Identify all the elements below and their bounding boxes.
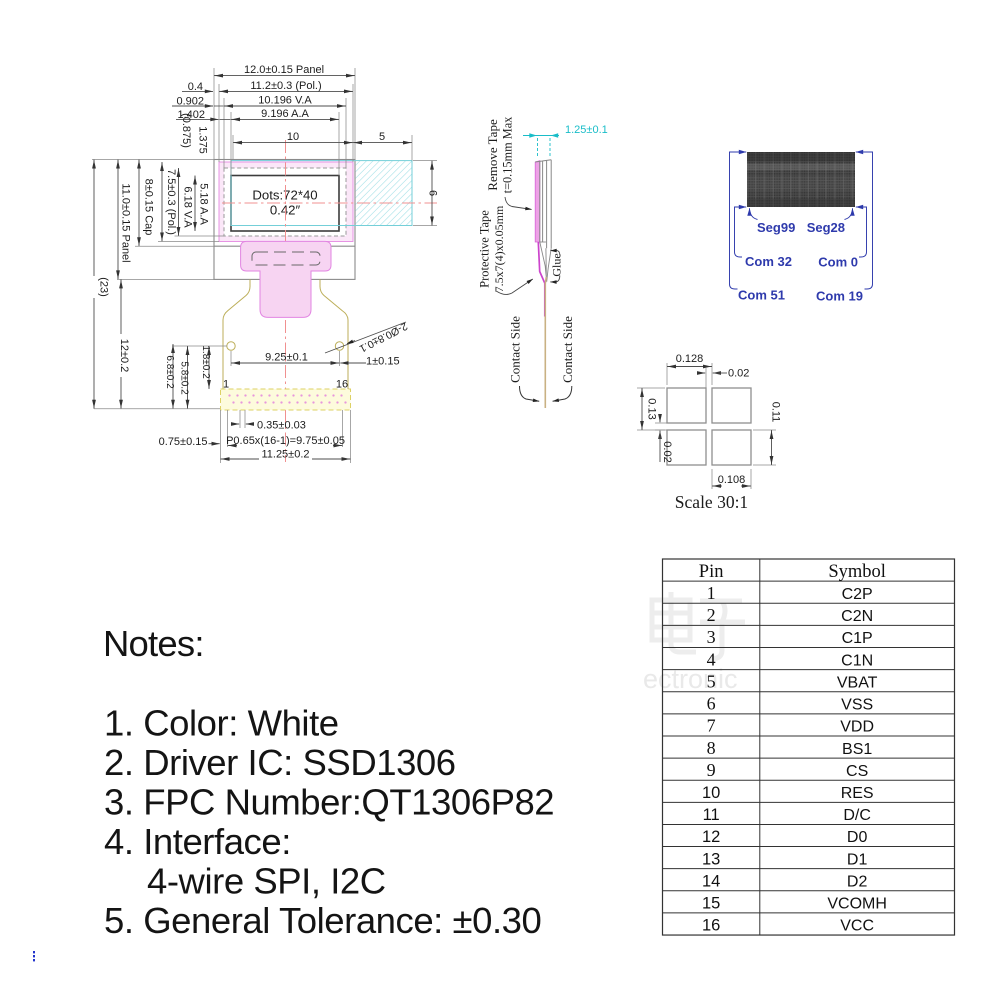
svg-text:VSS: VSS	[841, 697, 873, 714]
svg-text:C1N: C1N	[841, 652, 873, 669]
svg-text:P0.65x(16-1)=9.75±0.05: P0.65x(16-1)=9.75±0.05	[226, 435, 345, 447]
svg-text:4-wire SPI, I2C: 4-wire SPI, I2C	[147, 861, 386, 902]
svg-text:7.5±0.3 (Pol.): 7.5±0.3 (Pol.)	[165, 169, 177, 235]
svg-text:5. General Tolerance: ±0.30: 5. General Tolerance: ±0.30	[104, 900, 541, 941]
svg-text:0.902: 0.902	[176, 96, 204, 108]
svg-text:Seg28: Seg28	[807, 220, 845, 235]
svg-text:7.5x7(4)x0.05mm: 7.5x7(4)x0.05mm	[492, 205, 506, 292]
svg-text:8: 8	[707, 738, 716, 758]
svg-text:12±0.2: 12±0.2	[118, 339, 130, 373]
svg-text:1. Color: White: 1. Color: White	[104, 703, 339, 744]
svg-text:C1P: C1P	[842, 630, 873, 647]
svg-text:13: 13	[702, 850, 720, 868]
svg-text:7: 7	[707, 716, 716, 736]
svg-text:1: 1	[707, 583, 716, 603]
svg-text:t=0.15mm Max: t=0.15mm Max	[501, 117, 515, 194]
svg-text:BS1: BS1	[842, 741, 872, 758]
svg-text:5.8±0.2: 5.8±0.2	[179, 361, 190, 395]
svg-text:0.02: 0.02	[661, 441, 673, 462]
svg-text:3. FPC Number:QT1306P82: 3. FPC Number:QT1306P82	[104, 782, 554, 823]
svg-text:Contact Side: Contact Side	[560, 316, 575, 383]
svg-text:(0.875): (0.875)	[180, 113, 192, 148]
svg-text:1.402: 1.402	[177, 109, 205, 121]
svg-text:10: 10	[287, 131, 299, 143]
svg-text:C2P: C2P	[842, 586, 873, 603]
svg-text:0.35±0.03: 0.35±0.03	[257, 420, 306, 432]
svg-text:D1: D1	[847, 851, 868, 868]
svg-text:Pin: Pin	[699, 562, 724, 582]
svg-text:5: 5	[379, 131, 385, 143]
svg-text:Symbol: Symbol	[828, 562, 886, 582]
svg-text:0.4: 0.4	[188, 81, 203, 93]
svg-text:ectronic: ectronic	[643, 664, 738, 694]
svg-text:6.8±0.2: 6.8±0.2	[164, 355, 175, 389]
svg-text:0.11: 0.11	[770, 402, 782, 423]
svg-text:RES: RES	[841, 785, 874, 802]
svg-text:0.128: 0.128	[676, 353, 704, 365]
svg-text:2-Ø0.8±0.1: 2-Ø0.8±0.1	[357, 320, 409, 355]
svg-text:2: 2	[707, 605, 716, 625]
svg-text:5.18 A.A: 5.18 A.A	[198, 183, 210, 225]
svg-text:VBAT: VBAT	[837, 674, 878, 691]
svg-text:Glue: Glue	[550, 253, 564, 276]
svg-text:6.18 V.A: 6.18 V.A	[182, 186, 194, 228]
svg-text:Com 19: Com 19	[816, 289, 863, 304]
svg-text:0.02: 0.02	[728, 368, 749, 380]
svg-text:16: 16	[336, 379, 348, 391]
svg-text:VCOMH: VCOMH	[827, 896, 887, 913]
svg-text:D2: D2	[847, 873, 868, 890]
svg-text:0.108: 0.108	[718, 474, 746, 486]
svg-text:Com 51: Com 51	[738, 288, 785, 303]
svg-text:CS: CS	[846, 763, 868, 780]
svg-text:D/C: D/C	[843, 807, 871, 824]
svg-text:4: 4	[707, 649, 716, 669]
svg-text:(23): (23)	[98, 277, 110, 297]
svg-text:2. Driver IC: SSD1306: 2. Driver IC: SSD1306	[104, 742, 456, 783]
svg-text:Contact Side: Contact Side	[508, 316, 523, 383]
svg-text:Scale 30:1: Scale 30:1	[675, 492, 748, 512]
svg-text:11.25±0.2: 11.25±0.2	[261, 449, 309, 461]
svg-text:6: 6	[707, 694, 716, 714]
svg-text:Com 32: Com 32	[745, 254, 792, 269]
svg-text:1.375: 1.375	[197, 126, 209, 154]
svg-text:VDD: VDD	[840, 719, 874, 736]
svg-text:Remove Tape: Remove Tape	[485, 119, 500, 191]
svg-text:Seg99: Seg99	[757, 220, 795, 235]
svg-text:1.8±0.2: 1.8±0.2	[200, 345, 211, 379]
svg-text:14: 14	[702, 872, 720, 890]
svg-text:5: 5	[707, 671, 716, 691]
svg-text:1.25±0.1: 1.25±0.1	[565, 124, 608, 136]
svg-text:15: 15	[702, 895, 720, 913]
svg-text:12.0±0.15 Panel: 12.0±0.15 Panel	[244, 64, 324, 76]
svg-text:D0: D0	[847, 829, 868, 846]
svg-text:1±0.15: 1±0.15	[366, 356, 400, 368]
svg-text:12: 12	[702, 828, 720, 846]
svg-text:10: 10	[702, 784, 720, 802]
svg-text:VCC: VCC	[840, 918, 874, 935]
svg-text:Com 0: Com 0	[818, 255, 858, 270]
svg-text:11: 11	[703, 806, 720, 824]
svg-text:3: 3	[707, 627, 716, 647]
svg-text:Protective Tape: Protective Tape	[478, 210, 492, 288]
svg-text:C2N: C2N	[841, 608, 873, 625]
svg-text:9.196 A.A: 9.196 A.A	[261, 108, 309, 120]
svg-text:4. Interface:: 4. Interface:	[104, 821, 291, 862]
svg-text:0.75±0.15: 0.75±0.15	[159, 436, 208, 448]
svg-text:9: 9	[707, 760, 716, 780]
svg-text:11.0±0.15 Panel: 11.0±0.15 Panel	[120, 183, 132, 262]
svg-text:6: 6	[427, 190, 439, 196]
svg-text:8±0.15 Cap: 8±0.15 Cap	[143, 179, 155, 236]
svg-text:0.13: 0.13	[646, 398, 658, 419]
svg-text:Notes:: Notes:	[103, 623, 204, 664]
svg-text:1: 1	[223, 379, 229, 391]
svg-text:10.196 V.A: 10.196 V.A	[258, 95, 312, 107]
svg-text:11.2±0.3 (Pol.): 11.2±0.3 (Pol.)	[250, 80, 321, 92]
svg-text:9.25±0.1: 9.25±0.1	[265, 352, 308, 364]
svg-text:16: 16	[702, 917, 720, 935]
